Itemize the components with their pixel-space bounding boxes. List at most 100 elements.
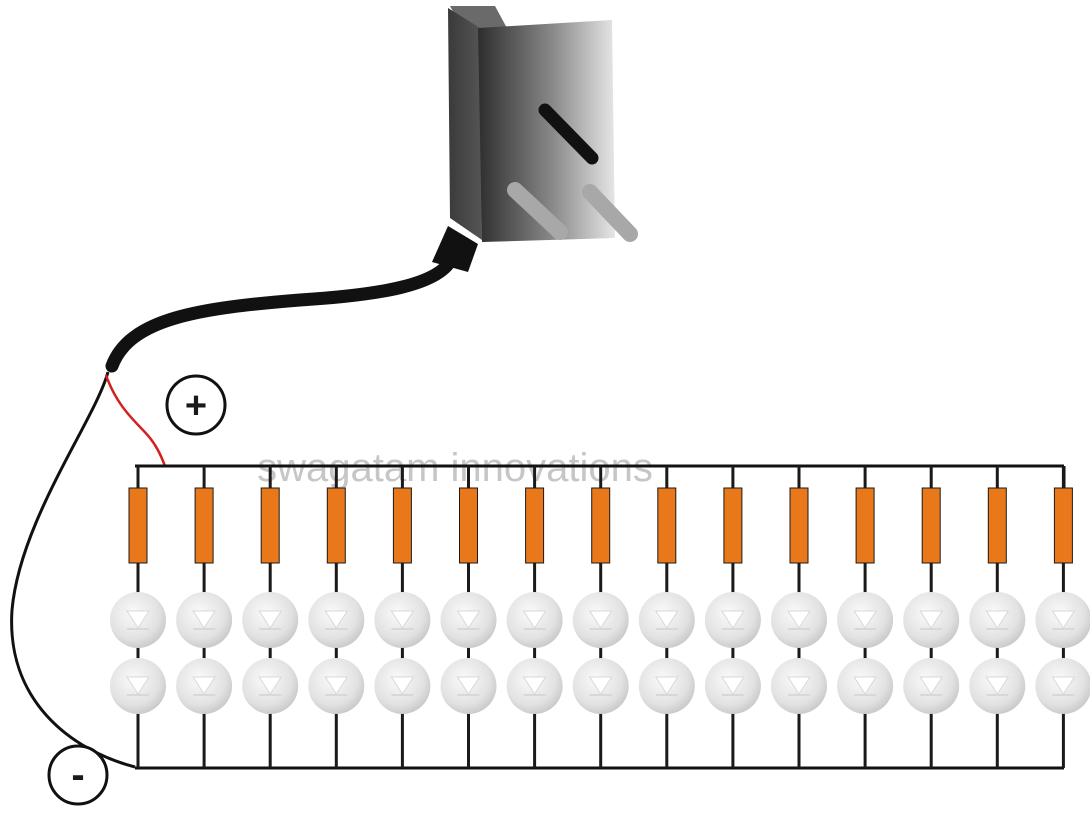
resistor-icon — [789, 487, 809, 564]
led-symbol-triangle — [1051, 676, 1076, 695]
led-symbol-triangle — [390, 676, 415, 695]
led-symbol-triangle — [588, 676, 613, 695]
led-symbol-triangle — [258, 676, 283, 695]
resistor-icon — [987, 487, 1007, 564]
led-icon — [176, 592, 233, 648]
led-branch — [969, 466, 1026, 768]
led-symbol-triangle — [192, 676, 217, 695]
led-branch — [1035, 466, 1090, 768]
resistor-icon — [260, 487, 280, 564]
led-branch — [771, 466, 827, 768]
adapter-side-face — [448, 8, 482, 240]
ac-dc-adapter-icon — [448, 6, 638, 242]
led-icon — [572, 658, 629, 714]
resistor-icon — [723, 487, 743, 564]
led-symbol-triangle — [522, 610, 547, 629]
led-symbol-triangle — [654, 676, 679, 695]
negative-label: - — [71, 753, 84, 797]
led-icon — [440, 658, 497, 714]
resistor-icon — [194, 487, 214, 564]
led-branch — [903, 466, 960, 768]
led-symbol-triangle — [919, 676, 944, 695]
led-symbol-triangle — [720, 610, 745, 629]
led-symbol-triangle — [985, 610, 1010, 629]
led-icon — [110, 658, 166, 714]
positive-terminal-marker: + — [165, 374, 227, 436]
led-icon — [969, 592, 1026, 648]
power-cable — [105, 226, 478, 373]
led-icon — [638, 592, 695, 648]
led-icon — [771, 592, 827, 648]
resistor-icon — [591, 487, 611, 564]
led-icon — [572, 592, 629, 648]
resistor-icon — [326, 487, 346, 564]
led-icon — [506, 592, 563, 648]
positive-label: + — [185, 385, 207, 427]
led-branch — [638, 466, 695, 768]
led-icon — [1035, 592, 1090, 648]
led-icon — [969, 658, 1026, 714]
led-symbol-triangle — [787, 610, 811, 629]
led-icon — [374, 658, 431, 714]
led-symbol-triangle — [126, 610, 150, 629]
adapter-prong-right — [582, 184, 638, 242]
led-icon — [242, 592, 299, 648]
resistor-icon — [657, 487, 677, 564]
resistor-icon — [525, 487, 545, 564]
led-symbol-triangle — [456, 676, 481, 695]
led-branch — [704, 466, 761, 768]
adapter-slot — [538, 103, 599, 165]
led-symbol-triangle — [456, 610, 481, 629]
led-icon — [903, 592, 960, 648]
led-symbol-triangle — [985, 676, 1010, 695]
led-icon — [308, 658, 365, 714]
led-symbol-triangle — [720, 676, 745, 695]
led-symbol-triangle — [588, 610, 613, 629]
led-symbol-triangle — [258, 610, 283, 629]
led-icon — [771, 658, 827, 714]
led-branch — [837, 466, 894, 768]
led-icon — [1035, 658, 1090, 714]
led-icon — [308, 592, 365, 648]
led-icon — [704, 658, 761, 714]
led-symbol-triangle — [390, 610, 415, 629]
led-branch — [110, 466, 166, 768]
led-icon — [110, 592, 166, 648]
resistor-icon — [392, 487, 412, 564]
led-branch — [506, 466, 563, 768]
led-symbol-triangle — [522, 676, 547, 695]
led-icon — [638, 658, 695, 714]
resistor-icon — [128, 487, 148, 564]
led-symbol-triangle — [787, 676, 811, 695]
led-icon — [506, 658, 563, 714]
led-icon — [903, 658, 960, 714]
negative-lead-wire — [10, 371, 136, 769]
led-symbol-triangle — [126, 676, 150, 695]
led-branch — [374, 466, 431, 768]
led-branches — [110, 466, 1090, 768]
led-branch — [176, 466, 233, 768]
cable-body — [105, 251, 459, 373]
led-symbol-triangle — [853, 610, 878, 629]
positive-lead-wire — [104, 374, 167, 467]
adapter-prong-left — [507, 182, 568, 240]
led-branch — [572, 466, 629, 768]
led-branch — [440, 466, 497, 768]
resistor-icon — [921, 487, 941, 564]
led-symbol-triangle — [919, 610, 944, 629]
resistor-icon — [459, 487, 478, 564]
resistor-icon — [855, 487, 875, 564]
negative-terminal-marker: - — [47, 744, 109, 806]
watermark: swagatam innovations — [257, 446, 653, 490]
led-branch — [308, 466, 365, 768]
led-icon — [704, 592, 761, 648]
led-symbol-triangle — [324, 676, 349, 695]
led-icon — [374, 592, 431, 648]
led-icon — [440, 592, 497, 648]
led-symbol-triangle — [1051, 610, 1076, 629]
led-symbol-triangle — [853, 676, 878, 695]
led-symbol-triangle — [192, 610, 217, 629]
led-symbol-triangle — [324, 610, 349, 629]
led-symbol-triangle — [654, 610, 679, 629]
